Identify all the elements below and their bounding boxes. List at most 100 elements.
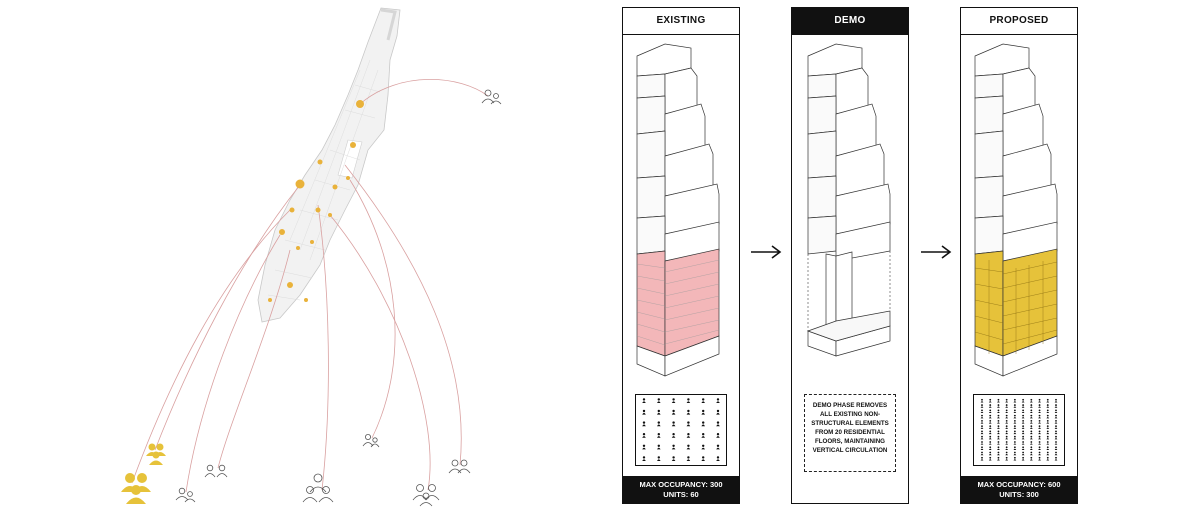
person-icon <box>1046 414 1050 419</box>
person-icon-grid <box>980 398 1058 461</box>
person-icon <box>686 433 691 438</box>
person-icon <box>701 444 705 450</box>
person-icon <box>1029 404 1033 408</box>
person-icon <box>716 421 720 427</box>
person-icon <box>1005 425 1009 429</box>
units-label: UNITS: 60 <box>663 490 699 499</box>
person-icon <box>1005 446 1009 450</box>
tower-existing <box>636 43 720 377</box>
person-icon <box>997 398 1000 403</box>
person-icon <box>642 409 646 415</box>
person-icon <box>1038 435 1041 440</box>
panel-title: EXISTING <box>623 8 739 35</box>
person-icon <box>642 444 646 450</box>
occupancy-grid <box>635 394 727 466</box>
person-icon <box>988 446 992 450</box>
person-icon <box>642 456 646 461</box>
person-icon <box>671 398 676 403</box>
max-occupancy-label: MAX OCCUPANCY: 300 <box>639 480 723 489</box>
person-icon <box>1054 425 1058 429</box>
person-icon <box>1013 419 1017 424</box>
person-icon <box>1029 425 1033 429</box>
person-icon <box>1038 451 1041 456</box>
person-icon <box>988 456 992 461</box>
person-icon <box>1038 446 1041 450</box>
person-icon <box>1054 451 1058 456</box>
panel-title: DEMO <box>792 8 908 35</box>
person-icon <box>997 456 1000 461</box>
person-icon <box>1005 456 1009 461</box>
person-icon <box>657 433 661 438</box>
person-icon <box>701 456 705 461</box>
person-icon <box>1046 404 1050 408</box>
person-icon <box>988 430 992 435</box>
person-icon <box>1038 419 1041 424</box>
person-icon <box>980 425 984 429</box>
person-icon <box>1038 414 1041 419</box>
person-icon <box>671 421 676 427</box>
person-icon <box>1021 425 1025 429</box>
person-icon <box>980 435 984 440</box>
person-icon <box>980 451 984 456</box>
people-group-icon <box>121 443 166 504</box>
manhattan-map-diagram <box>121 7 502 507</box>
person-icon <box>1038 398 1041 403</box>
person-icon-grid <box>642 398 720 461</box>
person-icon <box>1029 414 1033 419</box>
person-icon <box>1021 414 1025 419</box>
person-icon <box>1046 441 1050 445</box>
person-icon <box>988 425 992 429</box>
person-icon <box>642 398 646 403</box>
units-label: UNITS: 300 <box>999 490 1039 499</box>
person-icon <box>988 414 992 419</box>
person-icon <box>1038 425 1041 429</box>
person-icon <box>1046 419 1050 424</box>
person-icon <box>1046 430 1050 435</box>
person-icon <box>701 433 705 438</box>
person-icon <box>997 430 1000 435</box>
person-icon <box>671 409 676 415</box>
person-icon <box>1013 446 1017 450</box>
person-icon <box>997 441 1000 445</box>
person-icon <box>1005 409 1009 414</box>
person-icon <box>1005 430 1009 435</box>
person-icon <box>716 398 720 403</box>
person-icon <box>671 444 676 450</box>
person-icon <box>997 419 1000 424</box>
person-icon <box>701 409 705 415</box>
person-icon <box>1054 441 1058 445</box>
migration-arcs <box>131 79 489 493</box>
person-icon <box>1054 446 1058 450</box>
person-icon <box>1046 425 1050 429</box>
person-icon <box>1029 409 1033 414</box>
person-icon <box>1021 435 1025 440</box>
people-group-icon <box>175 89 502 507</box>
person-icon <box>997 435 1000 440</box>
person-icon <box>988 398 992 403</box>
person-icon <box>1038 456 1041 461</box>
person-icon <box>1013 414 1017 419</box>
person-icon <box>1054 398 1058 403</box>
person-icon <box>1046 446 1050 450</box>
island-shape <box>257 7 401 323</box>
person-icon <box>657 444 661 450</box>
demo-description: DEMO PHASE REMOVES ALL EXISTING NON-STRU… <box>804 394 896 472</box>
person-icon <box>980 430 984 435</box>
person-icon <box>701 421 705 427</box>
person-icon <box>997 425 1000 429</box>
arrow-right-icon <box>921 245 952 259</box>
person-icon <box>1029 419 1033 424</box>
person-icon <box>1013 435 1017 440</box>
person-icon <box>980 441 984 445</box>
person-icon <box>988 435 992 440</box>
person-icon <box>716 433 720 438</box>
person-icon <box>1021 430 1025 435</box>
person-icon <box>1054 456 1058 461</box>
person-icon <box>997 409 1000 414</box>
person-icon <box>988 441 992 445</box>
person-icon <box>1038 430 1041 435</box>
person-icon <box>988 404 992 408</box>
person-icon <box>988 409 992 414</box>
person-icon <box>686 456 691 461</box>
person-icon <box>671 456 676 461</box>
